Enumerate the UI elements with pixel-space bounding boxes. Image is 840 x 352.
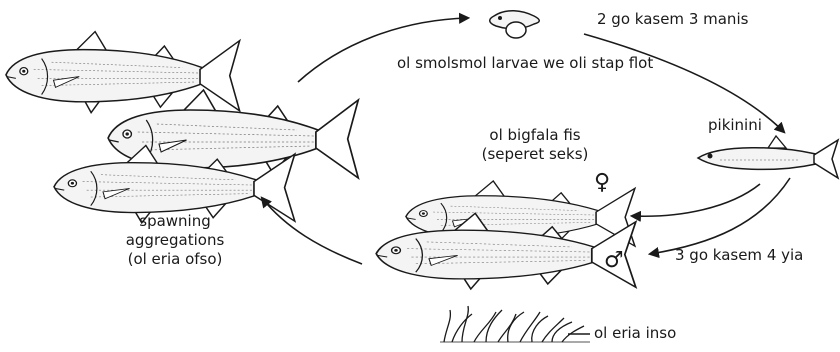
arrow-to-adult-female <box>632 184 760 216</box>
juvenile-label: pikinini <box>708 116 762 135</box>
adult-duration-label: 3 go kasem 4 yia <box>675 246 803 265</box>
inshore-label: ol eria inso <box>594 324 676 343</box>
male-symbol: ♂ <box>604 250 624 272</box>
spawning-label-line3: (ol eria ofso) <box>110 250 240 269</box>
larvae-duration-label: 2 go kasem 3 manis <box>597 10 748 29</box>
adults-label: ol bigfala fis (seperet seks) <box>470 126 600 164</box>
arrow-to-adult-male <box>650 178 790 254</box>
inshore-seagrass-icon <box>440 306 590 342</box>
spawning-aggregations-label: spawning aggregations (ol eria ofso) <box>110 212 240 269</box>
juvenile-fish-icon <box>698 136 838 178</box>
spawning-label-line1: spawning <box>110 212 240 231</box>
larvae-label: ol smolsmol larvae we oli stap flot <box>397 54 653 73</box>
larva-icon <box>490 11 540 38</box>
female-symbol: ♀ <box>594 172 610 194</box>
spawning-label-line2: aggregations <box>110 231 240 250</box>
adults-label-line1: ol bigfala fis <box>470 126 600 145</box>
adults-label-line2: (seperet seks) <box>470 145 600 164</box>
